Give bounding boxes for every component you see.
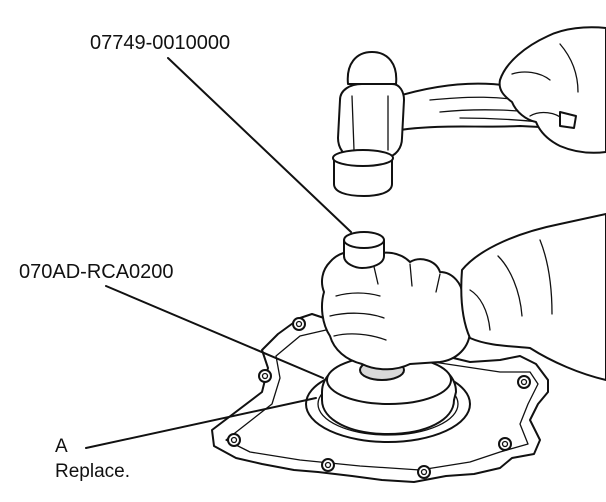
leader-line-tool-upper	[167, 57, 352, 233]
driver-handle	[343, 231, 385, 269]
callout-tool-lower: 070AD-RCA0200	[19, 261, 174, 283]
bolt-holes	[227, 317, 531, 479]
callout-tool-upper: 07749-0010000	[90, 32, 231, 54]
callout-part-letter: A	[55, 436, 68, 457]
callout-part-note: Replace.	[55, 461, 130, 482]
seal-driver-tool	[321, 355, 457, 435]
leader-line-part-a	[85, 397, 317, 449]
leader-line-tool-lower	[105, 285, 324, 379]
left-hand	[321, 250, 471, 371]
right-hand	[498, 26, 606, 154]
sleeve	[460, 213, 606, 381]
leader-lines	[85, 57, 352, 449]
